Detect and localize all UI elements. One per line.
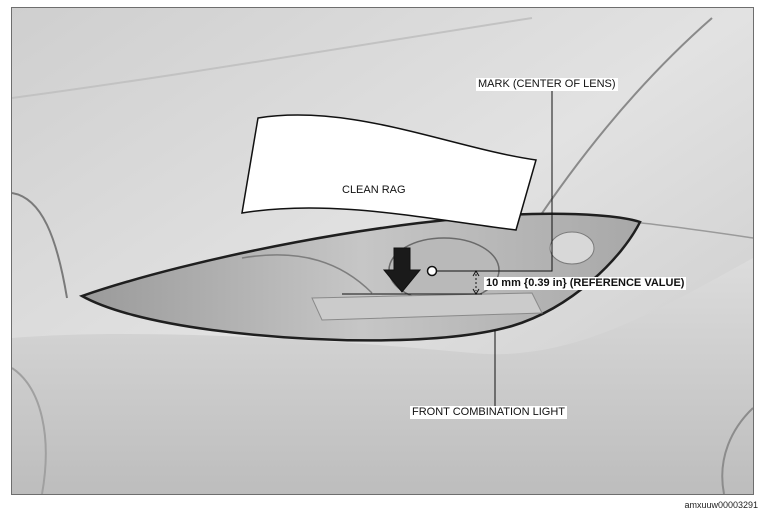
hood-gap xyxy=(631,221,753,239)
figure-reference-id: amxuuw00003291 xyxy=(684,500,758,510)
dimension-label: 10 mm {0.39 in} (REFERENCE VALUE) xyxy=(484,277,687,290)
lens-center-mark xyxy=(426,265,438,277)
rag-label: CLEAN RAG xyxy=(342,184,406,196)
light-label: FRONT COMBINATION LIGHT xyxy=(410,406,567,419)
reflector-line xyxy=(241,254,373,294)
wheel-arch-edge xyxy=(721,407,753,494)
car-front-illustration xyxy=(12,8,753,494)
mark-label: MARK (CENTER OF LENS) xyxy=(476,78,618,91)
lamp-trim xyxy=(311,292,543,321)
lower-intake-edge xyxy=(12,367,47,494)
hood-edge xyxy=(12,17,533,99)
dim-arrow-bottom xyxy=(472,288,480,295)
hood-crease xyxy=(531,17,713,229)
push-down-arrow xyxy=(382,247,422,293)
clean-rag-shape xyxy=(241,114,537,231)
side-lamp xyxy=(549,231,595,265)
mark-leader-line xyxy=(437,83,553,272)
dim-arrow-top xyxy=(472,270,480,277)
bumper-edge xyxy=(12,192,68,299)
fender-panel xyxy=(12,258,753,494)
illustration-frame: MARK (CENTER OF LENS) CLEAN RAG 10 mm {0… xyxy=(11,7,754,495)
